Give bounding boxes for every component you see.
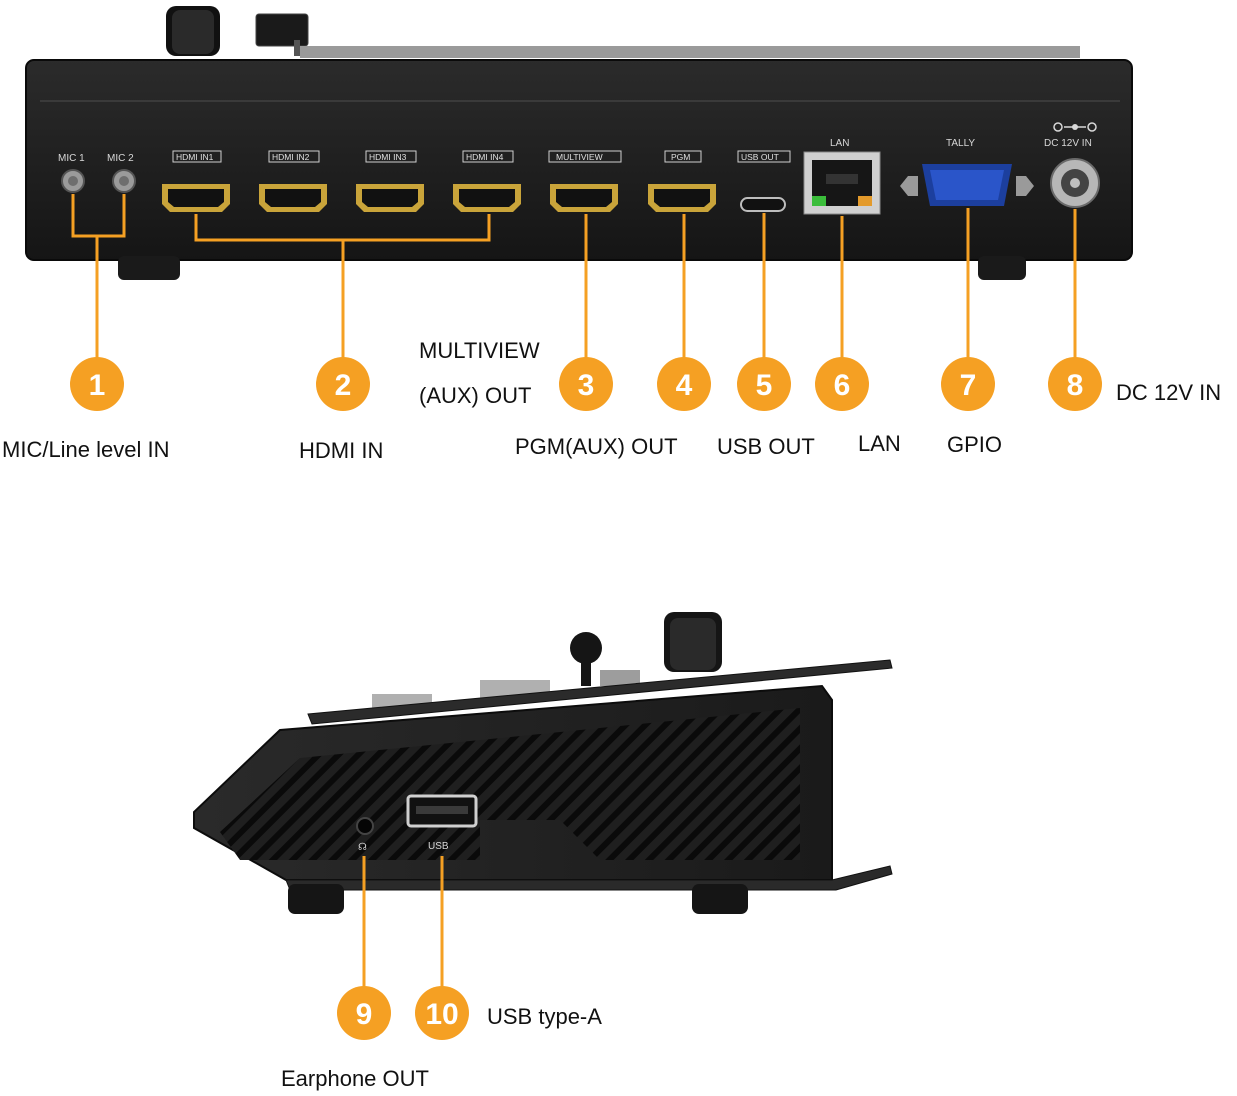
callout-10-label: USB type-A — [487, 1004, 602, 1029]
dc-polarity-icon — [1053, 122, 1097, 132]
foot-right — [978, 256, 1026, 280]
callout-6-label: LAN — [858, 431, 901, 456]
top-lever — [255, 13, 309, 47]
usb-out-tag: USB OUT — [737, 150, 791, 163]
callout-5: 5 — [737, 357, 791, 411]
hdmi-in4-tag: HDMI IN4 — [462, 150, 514, 163]
callout-5-label: USB OUT — [717, 434, 815, 459]
svg-text:3: 3 — [578, 369, 595, 402]
callout-10: 10 — [415, 986, 469, 1040]
hdmi-port-in2 — [259, 184, 327, 212]
callout-4-label: PGM(AUX) OUT — [515, 434, 678, 459]
hdmi-port-pgm — [648, 184, 716, 212]
side-foot-left — [288, 884, 344, 914]
callout-3-label-line1: MULTIVIEW — [419, 338, 540, 363]
callout-8: 8 — [1048, 357, 1102, 411]
svg-text:HDMI IN4: HDMI IN4 — [466, 152, 504, 162]
hdmi-port-in3 — [356, 184, 424, 212]
hdmi-in2-tag: HDMI IN2 — [268, 150, 320, 163]
side-foot-right — [692, 884, 748, 914]
callout-7: 7 — [941, 357, 995, 411]
svg-text:7: 7 — [960, 369, 977, 402]
svg-text:6: 6 — [834, 369, 851, 402]
usb-label: USB — [428, 841, 449, 852]
callout-7-label: GPIO — [947, 432, 1002, 457]
svg-text:MULTIVIEW: MULTIVIEW — [556, 152, 603, 162]
svg-text:2: 2 — [335, 369, 352, 402]
callout-4: 4 — [657, 357, 711, 411]
hdmi-in3-tag: HDMI IN3 — [365, 150, 417, 163]
svg-text:1: 1 — [89, 369, 106, 402]
callout-1-label: MIC/Line level IN — [2, 437, 170, 462]
foot-left — [118, 256, 180, 280]
hdmi-port-in4 — [453, 184, 521, 212]
svg-text:10: 10 — [425, 998, 458, 1031]
svg-text:USB OUT: USB OUT — [741, 152, 779, 162]
multiview-tag: MULTIVIEW — [548, 150, 622, 163]
dc-in-label: DC 12V IN — [1044, 138, 1092, 149]
svg-text:HDMI IN3: HDMI IN3 — [369, 152, 407, 162]
dc-power-jack — [1050, 158, 1100, 208]
callout-2-label: HDMI IN — [299, 438, 383, 463]
callout-3: 3 — [559, 357, 613, 411]
svg-text:9: 9 — [356, 998, 373, 1031]
side-view-device: ☊ USB — [193, 612, 893, 914]
rear-panel-device: MIC 1 MIC 2 HDMI IN1 HDMI IN2 HDMI IN3 H… — [25, 6, 1133, 280]
svg-text:HDMI IN2: HDMI IN2 — [272, 152, 310, 162]
usb-c-port — [740, 197, 786, 212]
lan-port — [803, 151, 881, 215]
svg-text:8: 8 — [1067, 369, 1084, 402]
lan-label: LAN — [830, 138, 849, 149]
usb-a-port — [406, 794, 478, 828]
callout-1: 1 — [70, 357, 124, 411]
svg-text:PGM: PGM — [671, 152, 690, 162]
hdmi-in1-tag: HDMI IN1 — [172, 150, 222, 163]
mic2-label: MIC 2 — [107, 153, 134, 164]
svg-text:HDMI IN1: HDMI IN1 — [176, 152, 214, 162]
svg-text:5: 5 — [756, 369, 773, 402]
callout-9-label: Earphone OUT — [281, 1066, 429, 1091]
tally-vga-port — [900, 164, 1034, 206]
callout-9: 9 — [337, 986, 391, 1040]
tally-label: TALLY — [946, 138, 975, 149]
earphone-jack — [356, 817, 374, 835]
callout-3-label-line2: (AUX) OUT — [419, 383, 531, 408]
side-leader-lines — [362, 856, 444, 990]
svg-text:4: 4 — [676, 369, 693, 402]
rear-leader-lines — [71, 194, 1077, 362]
side-lever-ball — [570, 632, 602, 664]
callout-8-label: DC 12V IN — [1116, 380, 1221, 405]
pgm-tag: PGM — [664, 150, 702, 163]
hdmi-port-in1 — [162, 184, 230, 212]
callout-6: 6 — [815, 357, 869, 411]
hdmi-port-multiview — [550, 184, 618, 212]
mic1-label: MIC 1 — [58, 153, 85, 164]
headphone-icon: ☊ — [358, 842, 367, 853]
callout-2: 2 — [316, 357, 370, 411]
